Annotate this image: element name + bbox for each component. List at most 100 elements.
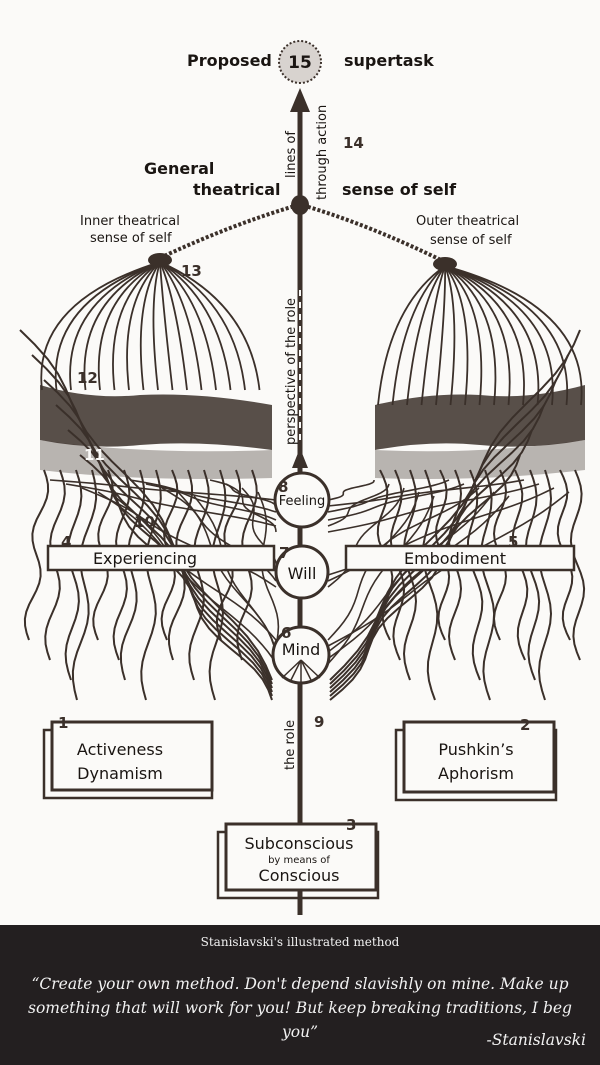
rope-strand [377, 265, 446, 406]
number-11: 11 [84, 446, 105, 464]
rope-strand [444, 265, 540, 406]
number-7: 7 [279, 544, 289, 562]
rope-strand [140, 469, 162, 701]
box-3 [224, 822, 378, 892]
number-13: 13 [181, 262, 202, 280]
rope-strand [19, 329, 273, 681]
right-cord [301, 203, 446, 264]
label-general: General [144, 159, 214, 178]
caption-band: Stanislavski's illustrated method “Creat… [0, 925, 600, 1065]
rope-strand [327, 483, 390, 527]
rope-strand [479, 469, 496, 701]
label-box3-line3: Conscious [259, 866, 340, 885]
shaft-arrowhead-mid [292, 448, 308, 468]
number-14: 14 [343, 134, 364, 152]
number-9: 9 [314, 713, 324, 731]
rope-strand [406, 265, 446, 406]
rope-strand [327, 480, 375, 501]
right-fan-band [375, 385, 585, 450]
box-2 [402, 720, 556, 794]
rope-strand [537, 469, 553, 701]
rope-strand [152, 261, 161, 391]
rope-strand [97, 261, 161, 391]
rope-strand [325, 495, 510, 661]
supertask-circle [278, 40, 322, 84]
rope-strand [64, 469, 83, 681]
rope-strand [139, 261, 161, 391]
rope-strand [159, 261, 232, 391]
rope-strand [112, 261, 161, 391]
number-6: 6 [281, 624, 291, 642]
rope-strand [327, 479, 525, 507]
number-15: 15 [288, 53, 312, 73]
rope-strand [391, 265, 446, 406]
rope-strand [188, 469, 210, 681]
rope-strand [444, 265, 456, 406]
rope-strand [159, 261, 217, 391]
label-lines-of: lines of [284, 131, 299, 178]
label-through-action: through action [315, 105, 330, 200]
label-sense-of-self: sense of self [342, 180, 457, 199]
label-mind: Mind [282, 640, 321, 659]
rope-strand [327, 479, 450, 513]
rope-strand [40, 261, 161, 391]
rope-strand [69, 261, 161, 391]
rope-strand [241, 487, 278, 576]
rope-strand [524, 469, 541, 681]
rope-strand [435, 265, 446, 406]
rope-strand [71, 469, 98, 701]
rope-strand [126, 261, 161, 391]
label-box1-line2: Dynamism [77, 764, 163, 783]
mind-roots [281, 659, 321, 684]
rope-strand [327, 483, 540, 533]
rope-strand [444, 265, 569, 406]
rope-strand [444, 265, 554, 406]
left-knot [148, 253, 172, 267]
label-box1-line1: Activeness [77, 740, 163, 759]
rope-strand [444, 265, 469, 406]
number-3: 3 [346, 816, 356, 834]
left-fan-band [40, 385, 272, 450]
label-inner-line2: sense of self [90, 231, 172, 246]
rope-strand [466, 469, 484, 681]
label-feeling: Feeling [279, 494, 325, 509]
number-4: 4 [61, 533, 71, 551]
rope-strand [329, 454, 521, 701]
label-inner-line1: Inner theatrical [80, 214, 180, 229]
caption-title: Stanislavski's illustrated method [200, 935, 400, 949]
rope-strand [444, 265, 511, 406]
rope-strand [569, 469, 586, 661]
label-supertask: supertask [344, 51, 434, 70]
rope-strand [159, 261, 188, 391]
label-the-role: the role [283, 720, 298, 770]
right-knot [433, 257, 457, 271]
quote-text: “Create your own method. Don't depend sl… [28, 975, 572, 1041]
quote-attribution: -Stanislavski [486, 1031, 586, 1049]
rope-strand [325, 495, 435, 667]
rope-strand [159, 261, 203, 391]
left-fan-dots [40, 440, 272, 479]
embodiment-bar [344, 544, 576, 572]
right-fan-dots [375, 440, 585, 479]
label-experiencing: Experiencing [93, 549, 197, 568]
label-box3-line1: Subconscious [244, 834, 353, 853]
label-outer-line2: sense of self [430, 233, 512, 248]
number-10: 10 [134, 513, 155, 531]
rope-strand [444, 265, 583, 406]
label-will: Will [288, 564, 317, 583]
rope-strand [193, 495, 279, 661]
label-embodiment: Embodiment [404, 549, 506, 568]
rope-strand [79, 454, 273, 701]
rope-strand [444, 265, 497, 406]
number-8: 8 [278, 478, 288, 496]
feeling-circle [273, 471, 331, 529]
shaft-arrowhead-top [290, 88, 310, 112]
diagram-svg: 15 Proposed supertask General theatrical… [19, 40, 586, 915]
label-perspective: perspective of the role [284, 298, 299, 445]
stanislavski-diagram: 15 Proposed supertask General theatrical… [19, 40, 586, 915]
rope-strand [444, 265, 483, 406]
number-2: 2 [520, 716, 530, 734]
rope-strand [65, 483, 277, 527]
rope-strand [159, 261, 261, 391]
rope-strand [23, 469, 50, 641]
